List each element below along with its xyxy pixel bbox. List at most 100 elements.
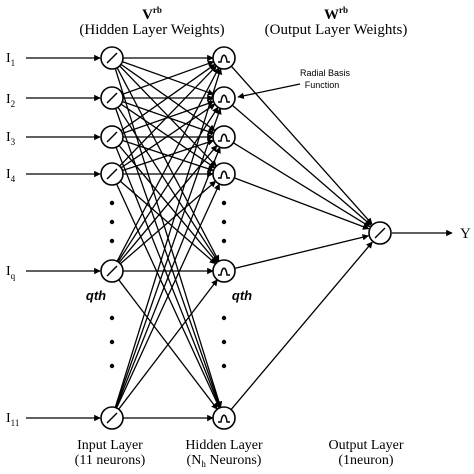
rbf-annotation-arrow: [237, 83, 301, 99]
input-layer-title: Input Layer: [77, 438, 143, 453]
gaussian-rbf-icon: [218, 94, 230, 103]
weight-line-in5-h4: [111, 279, 218, 419]
input-label-2: I2: [6, 92, 15, 109]
weight-line-in1-h5: [111, 97, 222, 409]
weight-line-in5-h1: [111, 107, 222, 419]
node-circle: [212, 46, 236, 70]
weight-line-in5-h2: [111, 146, 221, 419]
weight-line-in1-h4: [111, 97, 219, 263]
input-neuron-4: [100, 259, 124, 283]
ellipsis-dot: [109, 219, 115, 225]
hidden-neuron-3: [212, 162, 236, 186]
hidden-neuron-1: [212, 86, 236, 110]
linear-activation-icon: [106, 131, 118, 143]
weight-line-in1-h2: [111, 97, 215, 135]
ellipsis-dot: [109, 315, 115, 321]
linear-activation-icon: [106, 92, 118, 104]
weight-line-in2-h5: [111, 136, 221, 409]
weight-line-in3-h4: [111, 173, 217, 265]
gaussian-rbf-icon: [218, 267, 230, 276]
w-weights-caption: (Output Layer Weights): [265, 22, 408, 38]
ellipsis-dot: [221, 363, 227, 369]
weight-line-in0-h5: [111, 57, 223, 409]
linear-activation-icon: [106, 412, 118, 424]
weight-line-in3-h1: [111, 103, 216, 175]
weight-line-in0-h3: [111, 57, 217, 167]
ellipsis-dot: [221, 219, 227, 225]
rbf-annotation-line2: Function: [305, 80, 340, 90]
node-circle: [212, 125, 236, 149]
output-layer-title: Output Layer: [328, 438, 403, 453]
hidden-neuron-4: [212, 259, 236, 283]
gaussian-rbf-icon: [218, 133, 230, 142]
ellipsis-dot: [221, 339, 227, 345]
input-neuron-0: [100, 46, 124, 70]
linear-activation-icon: [106, 265, 118, 277]
input-labels: I1 I2 I3 I4 Iq I11: [6, 51, 19, 428]
qth-label-input: qth: [86, 288, 106, 303]
weight-line-in2-h4: [111, 136, 218, 264]
weight-line-in4-h3: [111, 180, 217, 272]
weight-line-in1-h3: [111, 97, 216, 169]
weight-line-in3-h0: [111, 65, 217, 175]
node-circle: [212, 259, 236, 283]
hidden-neuron-0: [212, 46, 236, 70]
hidden-layer-title: Hidden Layer: [185, 438, 263, 453]
gaussian-rbf-icon: [218, 54, 230, 63]
weight-line-in4-h5: [111, 270, 218, 410]
input-label-3: I3: [6, 130, 16, 147]
weight-line-h5-out: [230, 241, 373, 411]
input-label-4: I4: [6, 167, 16, 184]
ellipsis-dot: [221, 200, 227, 206]
weight-connections: [111, 54, 373, 422]
ellipsis-dot: [109, 339, 115, 345]
ellipsis-dot: [109, 200, 115, 206]
rbf-annotation-line1: Radial Basis: [300, 68, 351, 78]
output-neuron: [368, 221, 392, 245]
input-neuron-3: [100, 162, 124, 186]
weight-line-h1-out: [231, 104, 372, 226]
w-weights-symbol: Wrb: [324, 5, 348, 23]
node-circle: [212, 162, 236, 186]
node-circle: [212, 406, 236, 430]
neuron-nodes: [100, 46, 392, 430]
input-neuron-5: [100, 406, 124, 430]
input-layer-count: (11 neurons): [75, 453, 146, 468]
hidden-layer-count: (Nh Neurons): [187, 453, 262, 469]
linear-activation-icon: [374, 227, 386, 239]
weight-line-h4-out: [234, 234, 369, 270]
weight-line-h2-out: [233, 142, 371, 228]
weight-line-in0-h1: [111, 57, 215, 96]
input-neuron-1: [100, 86, 124, 110]
linear-activation-icon: [106, 52, 118, 64]
weight-line-in2-h0: [111, 63, 216, 138]
rbf-annotation: Radial Basis Function: [237, 68, 351, 99]
ellipsis-dot: [109, 238, 115, 244]
hidden-neuron-5: [212, 406, 236, 430]
v-weights-caption: (Hidden Layer Weights): [79, 22, 224, 38]
weight-line-in2-h3: [111, 136, 215, 172]
weight-line-h0-out: [230, 65, 373, 225]
ellipsis-dot: [221, 238, 227, 244]
weight-line-h3-out: [234, 177, 370, 230]
input-label-11: I11: [6, 411, 19, 428]
node-circle: [212, 86, 236, 110]
linear-activation-icon: [106, 168, 118, 180]
ellipsis-dot: [109, 363, 115, 369]
weight-line-in3-h5: [111, 173, 221, 409]
input-label-q: Iq: [6, 264, 16, 281]
weight-line-in5-h0: [111, 67, 223, 419]
weight-line-in2-h1: [111, 100, 215, 138]
weight-line-in5-h3: [111, 183, 221, 419]
input-arrows: [26, 54, 101, 422]
output-label: Y: [460, 226, 471, 242]
qth-label-hidden: qth: [232, 288, 252, 303]
weight-line-in4-h0: [111, 67, 220, 272]
ellipsis-dot: [221, 315, 227, 321]
ellipsis-dots: [109, 200, 227, 369]
weight-line-in1-h0: [111, 60, 215, 99]
weight-line-in0-h2: [111, 57, 216, 132]
gaussian-rbf-icon: [218, 170, 230, 179]
gaussian-rbf-icon: [218, 414, 230, 423]
